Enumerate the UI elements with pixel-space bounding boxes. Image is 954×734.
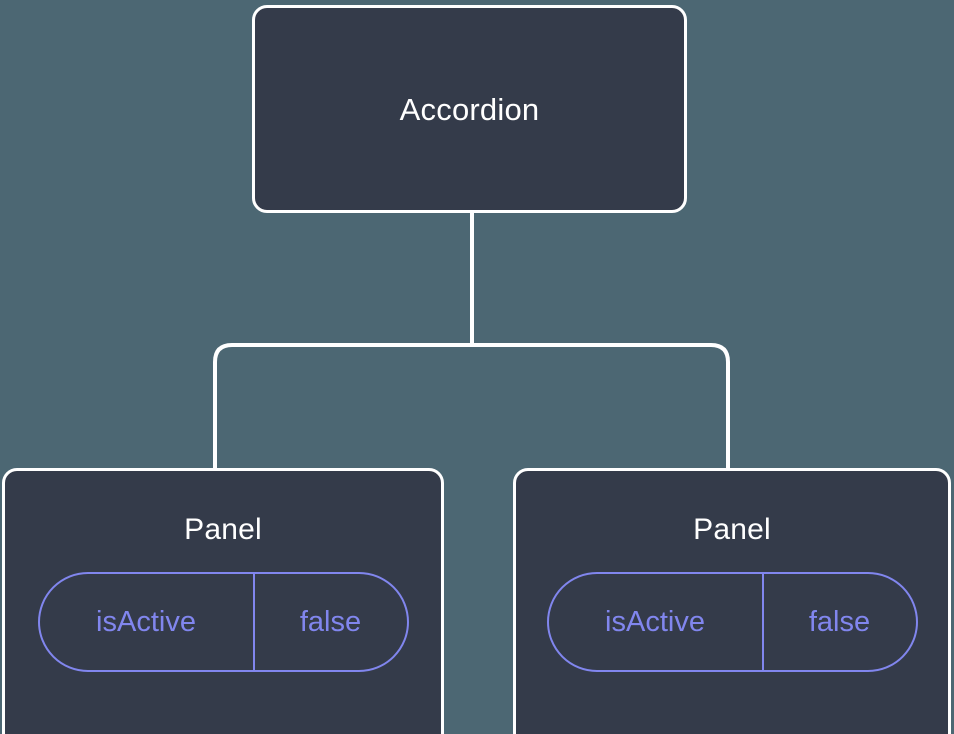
prop-badge-isactive[interactable]: isActive false	[37, 572, 409, 672]
node-accordion[interactable]: Accordion	[252, 5, 687, 213]
node-title: Panel	[693, 513, 771, 546]
prop-badge-isactive[interactable]: isActive false	[546, 572, 918, 672]
node-panel-left[interactable]: Panel isActive false	[2, 468, 444, 734]
prop-list: isActive false	[37, 572, 409, 672]
node-title: Panel	[184, 513, 262, 546]
prop-key: isActive	[40, 574, 255, 670]
node-title: Accordion	[399, 91, 540, 127]
prop-key: isActive	[549, 574, 764, 670]
edge-accordion-to-panel-right	[472, 343, 730, 470]
prop-value: false	[299, 605, 362, 638]
edge-accordion-to-panel-left	[213, 343, 472, 470]
prop-list: isActive false	[546, 572, 918, 672]
node-panel-right[interactable]: Panel isActive false	[513, 468, 951, 734]
prop-value: false	[808, 605, 871, 638]
